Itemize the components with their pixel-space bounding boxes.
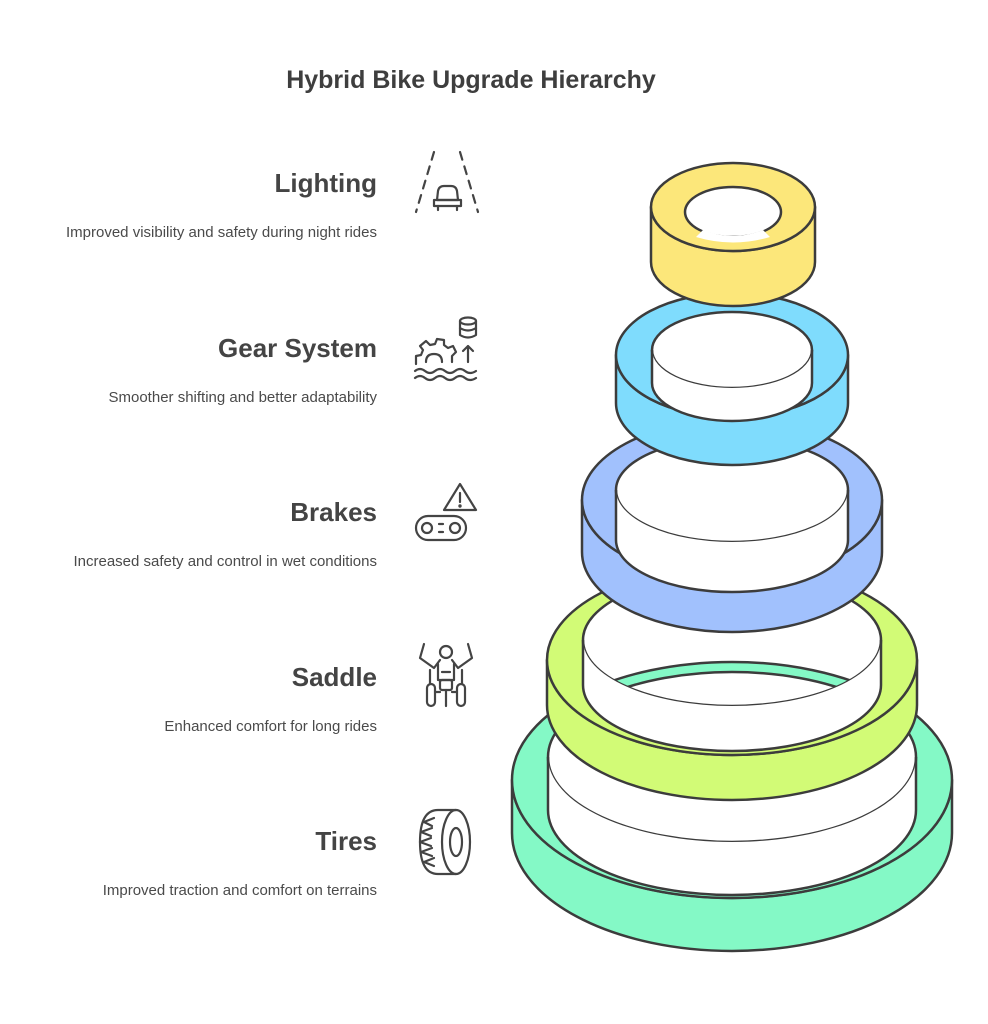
- ring-gear-system: [614, 291, 850, 467]
- level-description: Improved traction and comfort on terrain…: [102, 882, 377, 899]
- level-label: Saddle: [291, 662, 377, 692]
- ring-tires: [510, 660, 954, 953]
- level-tires: Tires Improved traction and comfort on t…: [103, 826, 377, 899]
- level-label: Brakes: [290, 497, 377, 527]
- level-description: Smoother shifting and better adaptabilit…: [108, 389, 378, 406]
- tire-icon: [418, 808, 472, 876]
- level-gear-system: Gear System Smoother shifting and better…: [109, 333, 378, 406]
- chain-warning-icon: [414, 482, 478, 542]
- level-label: Gear System: [218, 333, 377, 363]
- level-label: Tires: [315, 826, 377, 856]
- level-description: Increased safety and control in wet cond…: [73, 553, 377, 570]
- level-description: Improved visibility and safety during ni…: [66, 224, 377, 241]
- level-label: Lighting: [274, 168, 377, 198]
- diagram-title: Hybrid Bike Upgrade Hierarchy: [286, 66, 656, 94]
- level-description: Enhanced comfort for long rides: [164, 718, 377, 735]
- rider-icon: [418, 642, 474, 708]
- level-saddle: Saddle Enhanced comfort for long rides: [164, 662, 377, 735]
- level-brakes: Brakes Increased safety and control in w…: [73, 497, 377, 570]
- level-lighting: Lighting Improved visibility and safety …: [66, 168, 377, 241]
- ring-lighting: [649, 161, 817, 308]
- gear-database-icon: [413, 316, 478, 382]
- road-car-icon: [414, 150, 480, 214]
